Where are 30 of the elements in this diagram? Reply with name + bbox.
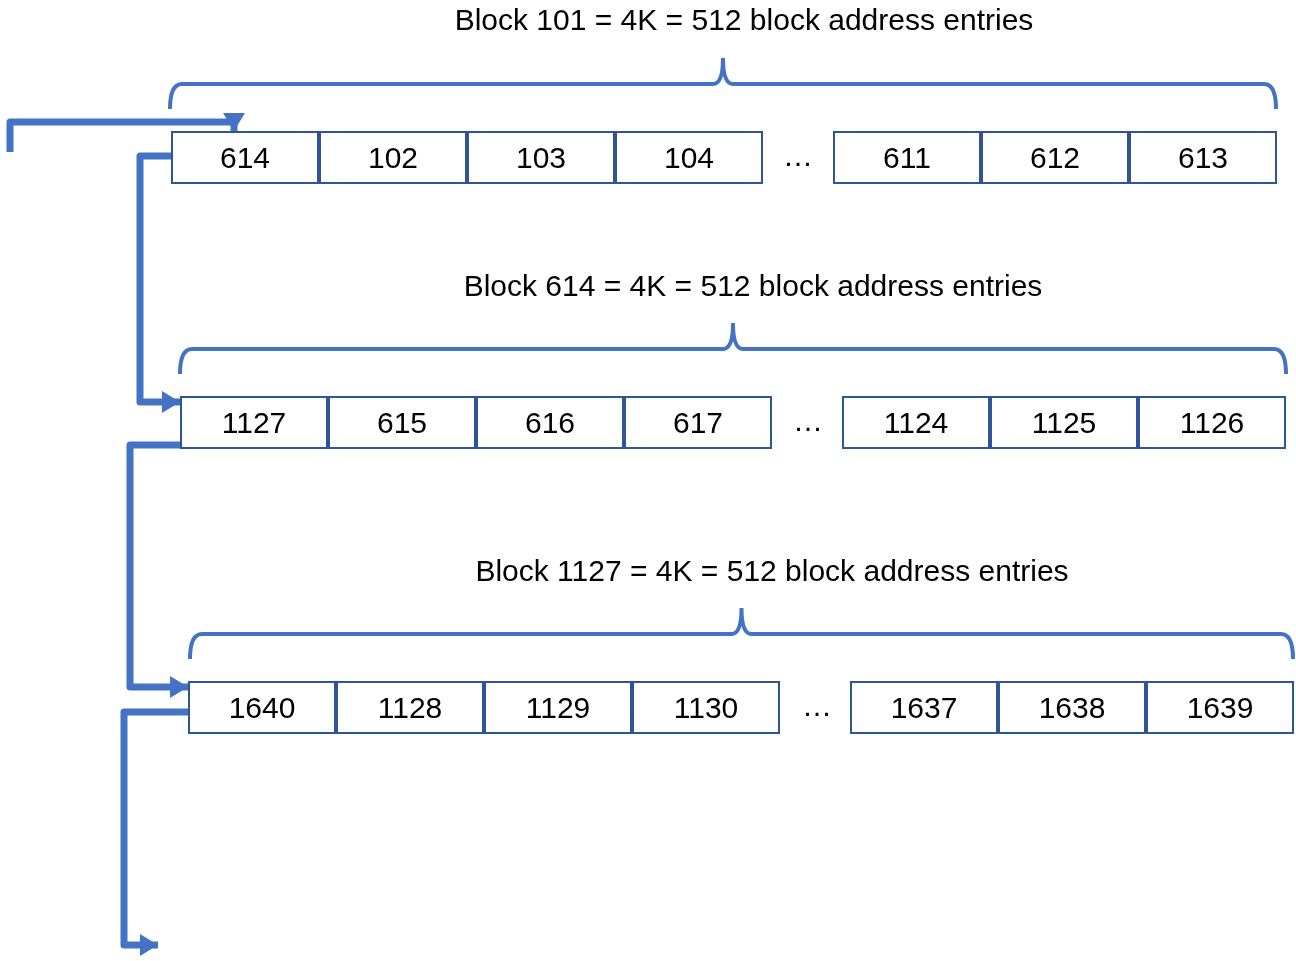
block-number-cell: 1124 <box>842 396 990 449</box>
block-number-cell: 615 <box>328 396 476 449</box>
ellipsis: … <box>793 403 823 439</box>
block-number-cell: 616 <box>476 396 624 449</box>
block-number-cell: 611 <box>833 131 981 184</box>
block-number-cell: 1125 <box>990 396 1138 449</box>
ellipsis: … <box>783 138 813 174</box>
block-number-cell: 102 <box>319 131 467 184</box>
block-number-cell: 1128 <box>336 681 484 734</box>
block-number-cell: 104 <box>615 131 763 184</box>
block-number-cell: 1127 <box>180 396 328 449</box>
block-number-cell: 103 <box>467 131 615 184</box>
block-title: Block 1127 = 4K = 512 block address entries <box>475 553 1069 589</box>
block-number-cell: 613 <box>1129 131 1277 184</box>
bent-arrow <box>120 708 188 956</box>
block-number-cell: 1637 <box>850 681 998 734</box>
block-number-cell: 1639 <box>1146 681 1294 734</box>
block-number-cell: 1638 <box>998 681 1146 734</box>
block-title: Block 101 = 4K = 512 block address entries <box>454 2 1034 38</box>
block-number-cell: 1129 <box>484 681 632 734</box>
block-number-cell: 1126 <box>1138 396 1286 449</box>
block-number-cell: 612 <box>981 131 1129 184</box>
bent-arrow <box>126 441 188 698</box>
block-number-cell: 617 <box>624 396 772 449</box>
block-number-cell: 614 <box>171 131 319 184</box>
bent-arrow <box>136 152 180 413</box>
block-title: Block 614 = 4K = 512 block address entries <box>463 268 1043 304</box>
block-number-cell: 1130 <box>632 681 780 734</box>
block-number-cell: 1640 <box>188 681 336 734</box>
ellipsis: … <box>802 688 832 724</box>
